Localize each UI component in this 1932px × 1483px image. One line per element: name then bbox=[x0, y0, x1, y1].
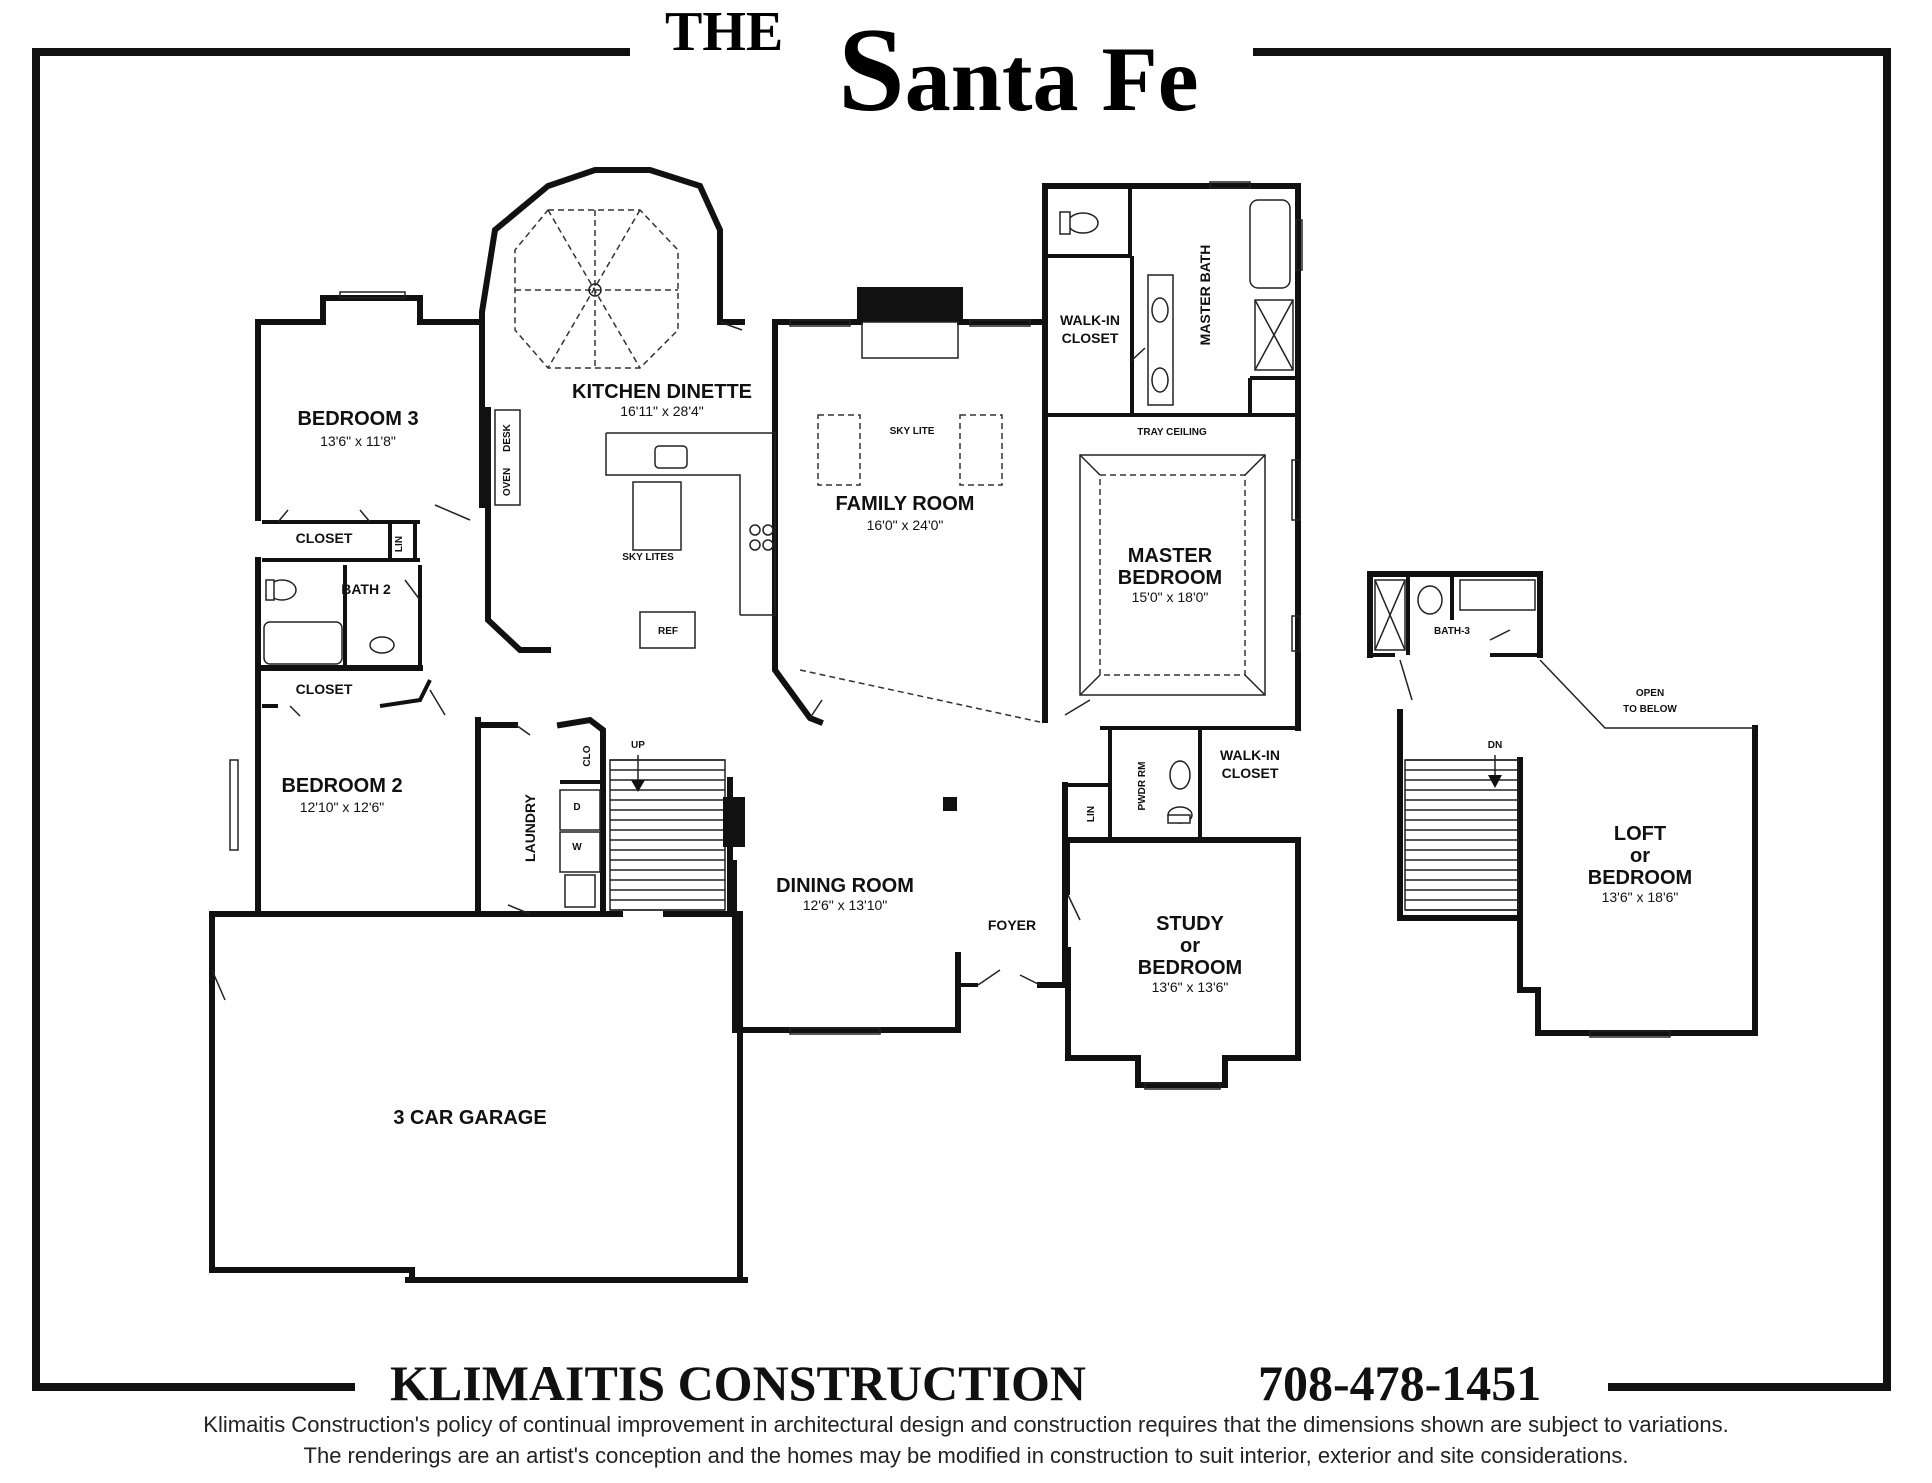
loft-name-1: LOFT bbox=[1614, 823, 1666, 845]
tray-ceiling bbox=[1079, 454, 1266, 696]
footer: KLIMAITIS CONSTRUCTION 708-478-1451 Klim… bbox=[36, 1355, 1729, 1468]
study-name-3: BEDROOM bbox=[1138, 957, 1242, 979]
disclaimer-line2: The renderings are an artist's conceptio… bbox=[304, 1443, 1629, 1468]
tray-label: TRAY CEILING bbox=[1137, 427, 1207, 438]
title: THE Santa Fe bbox=[665, 1, 1199, 136]
title-prefix: THE bbox=[665, 1, 783, 63]
loft-name-3: BEDROOM bbox=[1588, 867, 1692, 889]
bedroom2-name: BEDROOM 2 bbox=[281, 775, 402, 797]
desk-label: DESK bbox=[502, 423, 513, 452]
walls bbox=[209, 167, 1301, 1283]
bedroom3-name: BEDROOM 3 bbox=[297, 408, 418, 430]
loft-name-2: or bbox=[1630, 845, 1650, 867]
skylite-label: SKY LITE bbox=[890, 426, 935, 437]
open-line1: OPEN bbox=[1636, 688, 1664, 699]
company-name: KLIMAITIS CONSTRUCTION bbox=[390, 1355, 1086, 1411]
title-main: Santa Fe bbox=[838, 3, 1199, 136]
up-arrow-icon bbox=[631, 755, 645, 792]
skylites-label: SKY LITES bbox=[622, 552, 674, 563]
master-dims: 15'0" x 18'0" bbox=[1132, 589, 1209, 605]
master-name-1: MASTER bbox=[1128, 545, 1213, 567]
dining-name: DINING ROOM bbox=[776, 875, 914, 897]
walkin-1-line2: CLOSET bbox=[1062, 330, 1119, 346]
stair-outline bbox=[609, 759, 726, 911]
kitchen-dims: 16'11" x 28'4" bbox=[620, 403, 704, 419]
stairs bbox=[609, 759, 726, 911]
kitchen-name: KITCHEN DINETTE bbox=[572, 381, 752, 403]
phone-number: 708-478-1451 bbox=[1258, 1355, 1541, 1411]
loft-dims: 13'6" x 18'6" bbox=[1602, 889, 1679, 905]
closet-b3-label: CLOSET bbox=[296, 530, 353, 546]
bath2-label: BATH 2 bbox=[341, 581, 391, 597]
ref-label: REF bbox=[658, 626, 678, 637]
stair-post-small bbox=[943, 797, 957, 811]
page-frame bbox=[32, 48, 1891, 1391]
dryer-label: D bbox=[573, 802, 580, 813]
walkin-2-line1: WALK-IN bbox=[1220, 747, 1280, 763]
dining-dims: 12'6" x 13'10" bbox=[803, 897, 888, 913]
small-labels: CLOSET LIN BATH 2 CLOSET WALK-IN CLOSET … bbox=[296, 245, 1678, 933]
up-label: UP bbox=[631, 740, 645, 751]
fireplace bbox=[861, 292, 959, 359]
laundry-label: LAUNDRY bbox=[522, 793, 538, 862]
disclaimer-line1: Klimaitis Construction's policy of conti… bbox=[203, 1412, 1728, 1437]
garage-name: 3 CAR GARAGE bbox=[393, 1107, 546, 1129]
study-dims: 13'6" x 13'6" bbox=[1152, 979, 1229, 995]
stair-post bbox=[723, 797, 745, 847]
bath-fixtures bbox=[263, 199, 1536, 908]
kitchen-counters bbox=[494, 409, 1041, 723]
master-bath-label: MASTER BATH bbox=[1197, 245, 1213, 346]
open-line2: TO BELOW bbox=[1623, 704, 1677, 715]
foyer-label: FOYER bbox=[988, 917, 1036, 933]
oven-label: OVEN bbox=[502, 468, 513, 496]
room-labels: BEDROOM 3 13'6" x 11'8" KITCHEN DINETTE … bbox=[281, 381, 1692, 1129]
lin-2-label: LIN bbox=[1086, 806, 1097, 822]
bedroom3-dims: 13'6" x 11'8" bbox=[320, 433, 396, 449]
loft-walls bbox=[1367, 571, 1758, 1036]
stair-outline bbox=[1404, 759, 1519, 911]
closet-b2-label: CLOSET bbox=[296, 681, 353, 697]
pwdr-label: PWDR RM bbox=[1137, 762, 1148, 811]
title-rest: anta Fe bbox=[905, 28, 1199, 130]
master-name-2: BEDROOM bbox=[1118, 567, 1222, 589]
study-name-2: or bbox=[1180, 935, 1200, 957]
clo-label: CLO bbox=[582, 745, 593, 766]
study-name-1: STUDY bbox=[1156, 913, 1224, 935]
walkin-2-line2: CLOSET bbox=[1222, 765, 1279, 781]
dn-label: DN bbox=[1488, 740, 1502, 751]
bedroom2-dims: 12'10" x 12'6" bbox=[300, 799, 385, 815]
kitchen-ceiling bbox=[514, 209, 679, 369]
walkin-1-line1: WALK-IN bbox=[1060, 312, 1120, 328]
title-initial: S bbox=[838, 3, 905, 136]
family-dims: 16'0" x 24'0" bbox=[867, 517, 944, 533]
lin-1-label: LIN bbox=[394, 536, 405, 552]
down-arrow-icon bbox=[1488, 755, 1502, 788]
family-name: FAMILY ROOM bbox=[836, 493, 975, 515]
washer-label: W bbox=[572, 842, 582, 853]
bath3-label: BATH-3 bbox=[1434, 626, 1470, 637]
windows bbox=[229, 181, 1671, 1090]
stairs-loft bbox=[1404, 759, 1519, 911]
doors bbox=[211, 321, 1511, 1001]
